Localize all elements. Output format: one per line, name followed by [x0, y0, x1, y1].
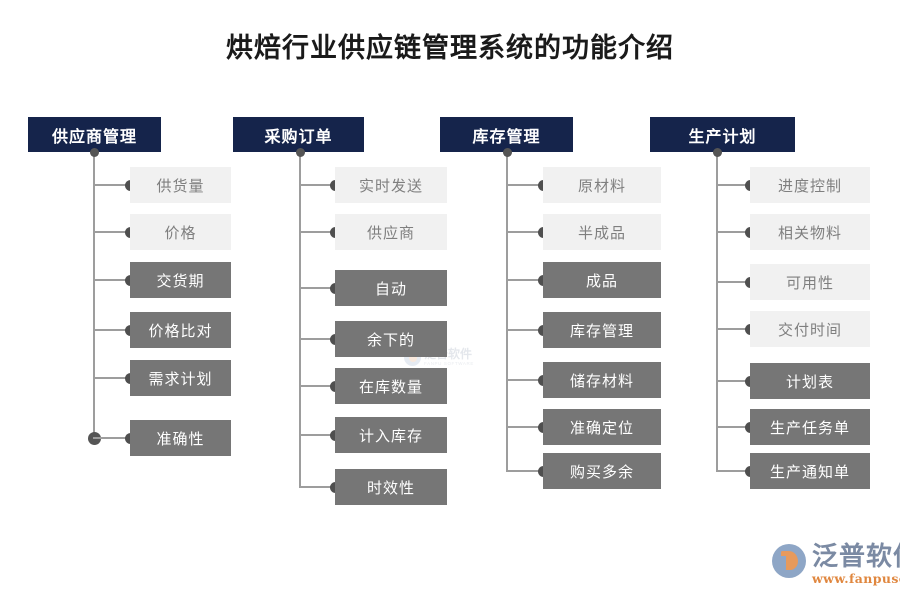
- connector-line: [93, 329, 130, 331]
- connector-line: [506, 426, 543, 428]
- column-header-2[interactable]: 采购订单: [233, 117, 364, 152]
- feature-item[interactable]: 生产任务单: [750, 409, 870, 445]
- feature-item[interactable]: 余下的: [335, 321, 447, 357]
- connector-line: [299, 231, 335, 233]
- spine-top-dot-4: [712, 148, 722, 157]
- connector-line: [506, 329, 543, 331]
- connector-line: [93, 231, 130, 233]
- feature-item[interactable]: 实时发送: [335, 167, 447, 203]
- page-title: 烘焙行业供应链管理系统的功能介绍: [226, 33, 674, 64]
- feature-item[interactable]: 准确定位: [543, 409, 661, 445]
- feature-item[interactable]: 原材料: [543, 167, 661, 203]
- feature-item[interactable]: 供应商: [335, 214, 447, 250]
- feature-item[interactable]: 可用性: [750, 264, 870, 300]
- connector-line: [506, 470, 543, 472]
- feature-item[interactable]: 购买多余: [543, 453, 661, 489]
- feature-item[interactable]: 准确性: [130, 420, 231, 456]
- connector-line: [299, 338, 335, 340]
- brand-name: 泛普软件: [812, 541, 900, 571]
- connector-line: [716, 380, 750, 382]
- column-spine-1: [93, 152, 95, 438]
- connector-line: [716, 328, 750, 330]
- brand-url: www.fanpusoft.com: [812, 571, 900, 586]
- feature-item[interactable]: 相关物料: [750, 214, 870, 250]
- feature-item[interactable]: 供货量: [130, 167, 231, 203]
- spine-top-dot-2: [295, 148, 305, 157]
- connector-line: [506, 379, 543, 381]
- connector-line: [299, 434, 335, 436]
- connector-line: [299, 385, 335, 387]
- watermark-subtitle: FANPU SOFTWARE: [424, 360, 474, 366]
- feature-item[interactable]: 时效性: [335, 469, 447, 505]
- spine-top-dot-1: [89, 148, 99, 157]
- connector-line: [93, 377, 130, 379]
- connector-line: [506, 231, 543, 233]
- connector-line: [716, 184, 750, 186]
- feature-item[interactable]: 在库数量: [335, 368, 447, 404]
- brand-logo-icon: [772, 544, 806, 578]
- feature-item[interactable]: 计划表: [750, 363, 870, 399]
- column-header-1[interactable]: 供应商管理: [28, 117, 161, 152]
- feature-item[interactable]: 需求计划: [130, 360, 231, 396]
- column-header-4[interactable]: 生产计划: [650, 117, 795, 152]
- feature-item[interactable]: 价格: [130, 214, 231, 250]
- feature-item[interactable]: 生产通知单: [750, 453, 870, 489]
- feature-item[interactable]: 交付时间: [750, 311, 870, 347]
- feature-item[interactable]: 价格比对: [130, 312, 231, 348]
- connector-line: [506, 279, 543, 281]
- feature-item[interactable]: 进度控制: [750, 167, 870, 203]
- connector-line: [716, 426, 750, 428]
- brand-logo: 泛普软件 www.fanpusoft.com: [772, 543, 900, 586]
- feature-item[interactable]: 半成品: [543, 214, 661, 250]
- connector-line: [716, 231, 750, 233]
- connector-line: [93, 437, 130, 439]
- column-header-3[interactable]: 库存管理: [440, 117, 573, 152]
- brand-text-group: 泛普软件 www.fanpusoft.com: [812, 543, 900, 586]
- feature-item[interactable]: 计入库存: [335, 417, 447, 453]
- connector-line: [299, 486, 335, 488]
- column-spine-4: [716, 152, 718, 471]
- spine-top-dot-3: [502, 148, 512, 157]
- connector-line: [716, 281, 750, 283]
- connector-line: [93, 279, 130, 281]
- feature-item[interactable]: 成品: [543, 262, 661, 298]
- connector-line: [506, 184, 543, 186]
- feature-item[interactable]: 自动: [335, 270, 447, 306]
- column-spine-3: [506, 152, 508, 471]
- connector-line: [716, 470, 750, 472]
- connector-line: [299, 287, 335, 289]
- feature-item[interactable]: 储存材料: [543, 362, 661, 398]
- feature-item[interactable]: 库存管理: [543, 312, 661, 348]
- column-spine-2: [299, 152, 301, 487]
- connector-line: [93, 184, 130, 186]
- connector-line: [299, 184, 335, 186]
- feature-item[interactable]: 交货期: [130, 262, 231, 298]
